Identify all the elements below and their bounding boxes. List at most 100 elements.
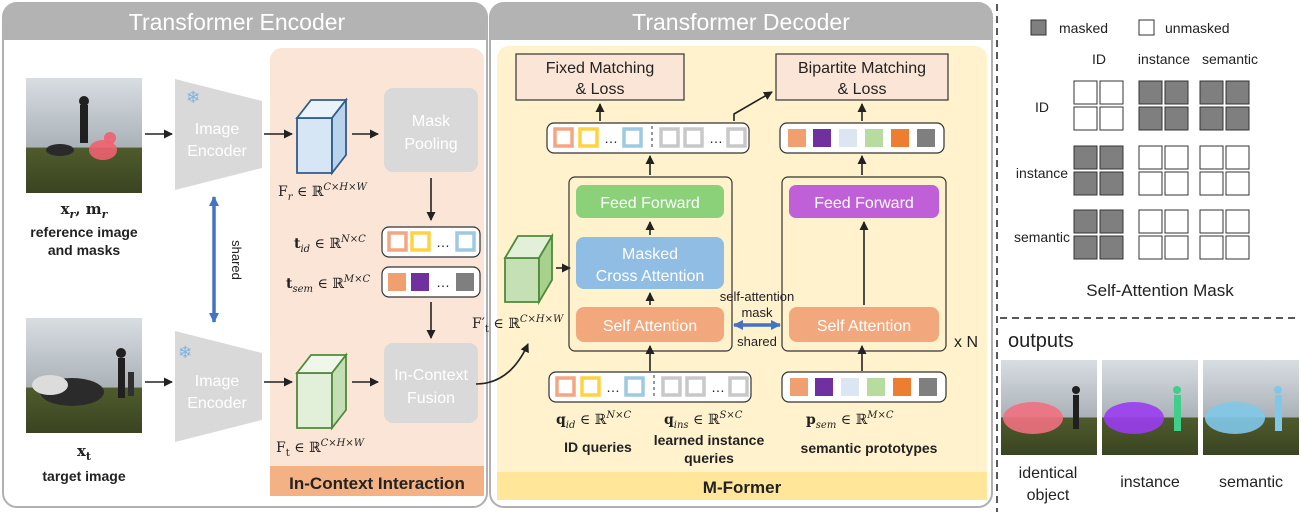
image-encoder-bottom: ❄ Image Encoder <box>175 331 262 442</box>
feature-cube-ref <box>295 97 348 176</box>
mask-cell-masked <box>1099 209 1124 234</box>
right-decoder-stack: Feed Forward Self Attention <box>781 176 947 352</box>
fixed-matching-box: Fixed Matching & Loss <box>515 53 685 101</box>
svg-text:Cross Attention: Cross Attention <box>596 268 705 285</box>
q-id-label: qid ∈ ℝN×C <box>556 410 631 431</box>
encoder-arrows <box>145 129 293 387</box>
output-image-semantic <box>1203 360 1299 455</box>
svg-text:masked: masked <box>1059 20 1108 36</box>
mask-cell-masked <box>1099 171 1124 196</box>
in-context-fusion-block: In-Context Fusion <box>384 343 478 423</box>
q-ins-label: qins ∈ ℝS×C <box>664 410 743 431</box>
mask-cell-unmasked <box>1073 106 1098 131</box>
decoder-title: Transformer Decoder <box>632 9 850 35</box>
mask-cell-unmasked <box>1073 80 1098 105</box>
svg-text:In-Context: In-Context <box>394 367 468 384</box>
reference-caption-line1: reference image <box>30 224 138 240</box>
mask-cell-masked <box>1138 106 1163 131</box>
semantic-prototype-tokens <box>781 371 947 403</box>
query-tokens: … … <box>548 371 752 403</box>
self-attention-shared-link: self-attention mask shared <box>720 289 794 349</box>
svg-text:xr, mr: xr, mr <box>61 200 109 221</box>
top-right-tokens <box>779 122 945 154</box>
svg-text:shared: shared <box>229 240 244 280</box>
mask-cell-masked <box>1225 106 1250 131</box>
instance-queries-caption-1: learned instance <box>654 432 765 448</box>
mformer-title: M-Former <box>703 478 782 497</box>
mask-cell-unmasked <box>1138 145 1163 170</box>
bipartite-matching-box: Bipartite Matching & Loss <box>775 53 949 101</box>
mask-cell-unmasked <box>1199 171 1224 196</box>
mask-cell-masked <box>1138 80 1163 105</box>
t-sem-tokens: … <box>381 266 481 298</box>
snowflake-icon: ❄ <box>186 88 200 107</box>
image-encoder-top: ❄ Image Encoder <box>175 79 262 190</box>
snowflake-icon: ❄ <box>178 343 192 362</box>
mask-cell-unmasked <box>1164 209 1189 234</box>
mask-cell-masked <box>1225 80 1250 105</box>
mask-cell-unmasked <box>1199 209 1224 234</box>
t-id-tokens: … <box>381 226 481 258</box>
svg-text:self-attention: self-attention <box>720 289 794 304</box>
target-caption-text: target image <box>42 468 125 484</box>
instance-queries-caption-2: queries <box>684 450 734 466</box>
svg-text:ID: ID <box>1092 51 1106 67</box>
mask-cell-unmasked <box>1164 171 1189 196</box>
mask-cell-unmasked <box>1138 171 1163 196</box>
svg-text:…: … <box>436 234 450 250</box>
svg-text:& Loss: & Loss <box>576 81 625 98</box>
svg-text:ID: ID <box>1035 99 1049 115</box>
svg-text:…: … <box>436 274 450 290</box>
svg-text:Bipartite Matching: Bipartite Matching <box>798 60 926 77</box>
svg-text:Self Attention: Self Attention <box>817 318 911 335</box>
svg-text:Feed Forward: Feed Forward <box>814 195 914 212</box>
interaction-title: In-Context Interaction <box>289 474 465 493</box>
left-decoder-stack: Feed Forward Masked Cross Attention Self… <box>568 176 733 352</box>
svg-text:…: … <box>604 130 618 146</box>
mask-cell-unmasked <box>1225 235 1250 260</box>
svg-text:Fixed Matching: Fixed Matching <box>546 60 655 77</box>
mask-cell-masked <box>1199 80 1224 105</box>
mask-cell-masked <box>1073 235 1098 260</box>
t-id-label: tid ∈ ℝN×C <box>294 234 366 255</box>
feature-cube-t-prime <box>503 232 554 306</box>
svg-text:Encoder: Encoder <box>187 395 247 412</box>
mask-row-labels: ID instance semantic <box>1014 99 1070 245</box>
svg-text:instance: instance <box>1016 165 1068 181</box>
target-image <box>26 318 142 433</box>
self-attention-mask-grid <box>1073 80 1250 260</box>
svg-text:Mask: Mask <box>412 113 451 130</box>
svg-text:Masked: Masked <box>622 246 678 263</box>
mask-panel-title: Self-Attention Mask <box>1086 281 1234 300</box>
svg-text:unmasked: unmasked <box>1165 20 1230 36</box>
mask-cell-unmasked <box>1138 209 1163 234</box>
output-caption-instance: instance <box>1120 474 1180 491</box>
svg-text:Self Attention: Self Attention <box>603 318 697 335</box>
outputs-title: outputs <box>1008 330 1074 352</box>
id-queries-caption: ID queries <box>564 439 632 455</box>
p-sem-label: psem ∈ ℝM×C <box>806 410 894 431</box>
t-sem-label: tsem ∈ ℝM×C <box>286 274 371 295</box>
svg-text:Feed Forward: Feed Forward <box>600 195 700 212</box>
repeat-label: x N <box>954 334 978 351</box>
mask-cell-unmasked <box>1225 145 1250 170</box>
svg-text:…: … <box>606 379 620 395</box>
svg-text:…: … <box>709 130 723 146</box>
mask-cell-masked <box>1073 145 1098 170</box>
mask-cell-masked <box>1073 209 1098 234</box>
svg-text:Fusion: Fusion <box>407 390 455 407</box>
mask-legend: masked unmasked <box>1030 19 1230 36</box>
mask-col-labels: ID instance semantic <box>1092 51 1258 67</box>
svg-text:semantic: semantic <box>1202 51 1258 67</box>
output-image-instance <box>1102 360 1198 455</box>
svg-text:shared: shared <box>737 334 777 349</box>
mask-cell-unmasked <box>1225 209 1250 234</box>
mask-cell-unmasked <box>1138 235 1163 260</box>
svg-text:Image: Image <box>195 121 240 138</box>
top-left-tokens: … … <box>546 122 750 154</box>
svg-text:Encoder: Encoder <box>187 143 247 160</box>
mask-cell-masked <box>1164 80 1189 105</box>
output-caption-semantic: semantic <box>1219 474 1283 491</box>
svg-text:& Loss: & Loss <box>838 81 887 98</box>
